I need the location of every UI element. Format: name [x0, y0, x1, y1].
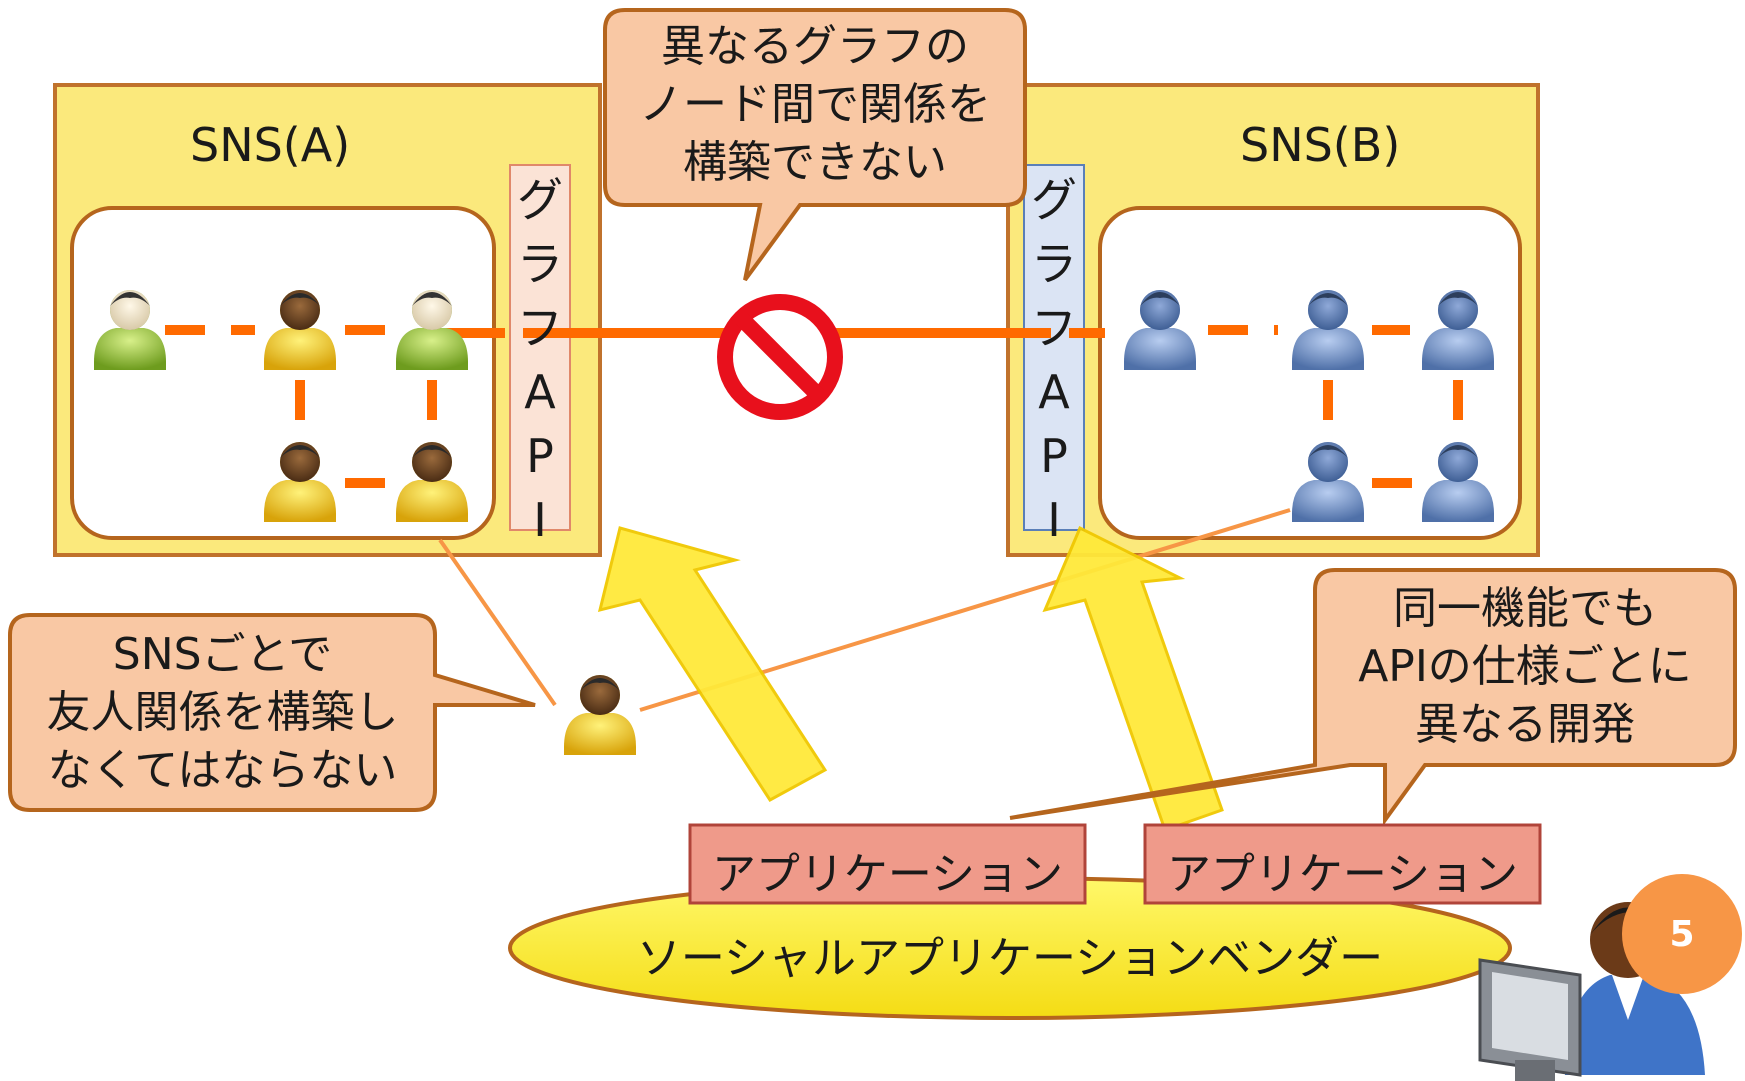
- person-icon: [264, 290, 336, 370]
- sns-a-title: SNS(A): [190, 118, 351, 172]
- page-number-badge: 5: [1622, 874, 1742, 994]
- prohibited-icon: [717, 294, 843, 420]
- person-icon: [396, 442, 468, 522]
- sns-b-title: SNS(B): [1240, 118, 1401, 172]
- app-box-1: [688, 823, 1087, 905]
- person-icon: [1422, 442, 1494, 522]
- callout-left-shape: [8, 613, 536, 812]
- person-icon: [564, 675, 636, 755]
- sns-b-graph-area: [1098, 206, 1522, 540]
- api-tab-a-box: [509, 164, 571, 531]
- api-tab-b-box: [1023, 164, 1085, 531]
- person-icon: [1292, 442, 1364, 522]
- app-box-2: [1143, 823, 1542, 905]
- person-icon: [1422, 290, 1494, 370]
- app-label-1: アプリケーション: [711, 849, 1064, 900]
- sns-a-links: [165, 325, 437, 488]
- arrow-to-sns-a: [597, 526, 828, 802]
- person-icon: [1124, 290, 1196, 370]
- callout-right-shape: [1009, 568, 1737, 827]
- arrow-to-sns-b: [1042, 525, 1224, 832]
- callout-top-shape: [603, 8, 1027, 282]
- person-icon: [94, 290, 166, 370]
- vendor-label: ソーシャルアプリケーションベンダー: [636, 933, 1384, 984]
- person-icon: [1292, 290, 1364, 370]
- person-icon: [396, 290, 468, 370]
- callout-top-text: 異なるグラフの ノード間で関係を 構築できない: [639, 21, 991, 188]
- developer-at-computer-icon: [1478, 902, 1705, 1081]
- sns-a-graph-area: [70, 206, 496, 540]
- callout-right-text: 同一機能でも APIの仕様ごとに 異なる開発: [1358, 583, 1692, 750]
- user-line-a: [438, 538, 557, 707]
- app-label-2: アプリケーション: [1166, 849, 1519, 900]
- sns-b-links: [1208, 325, 1463, 488]
- callout-left-text: SNSごとで 友人関係を構築し なくてはならない: [46, 629, 399, 796]
- person-icon: [264, 442, 336, 522]
